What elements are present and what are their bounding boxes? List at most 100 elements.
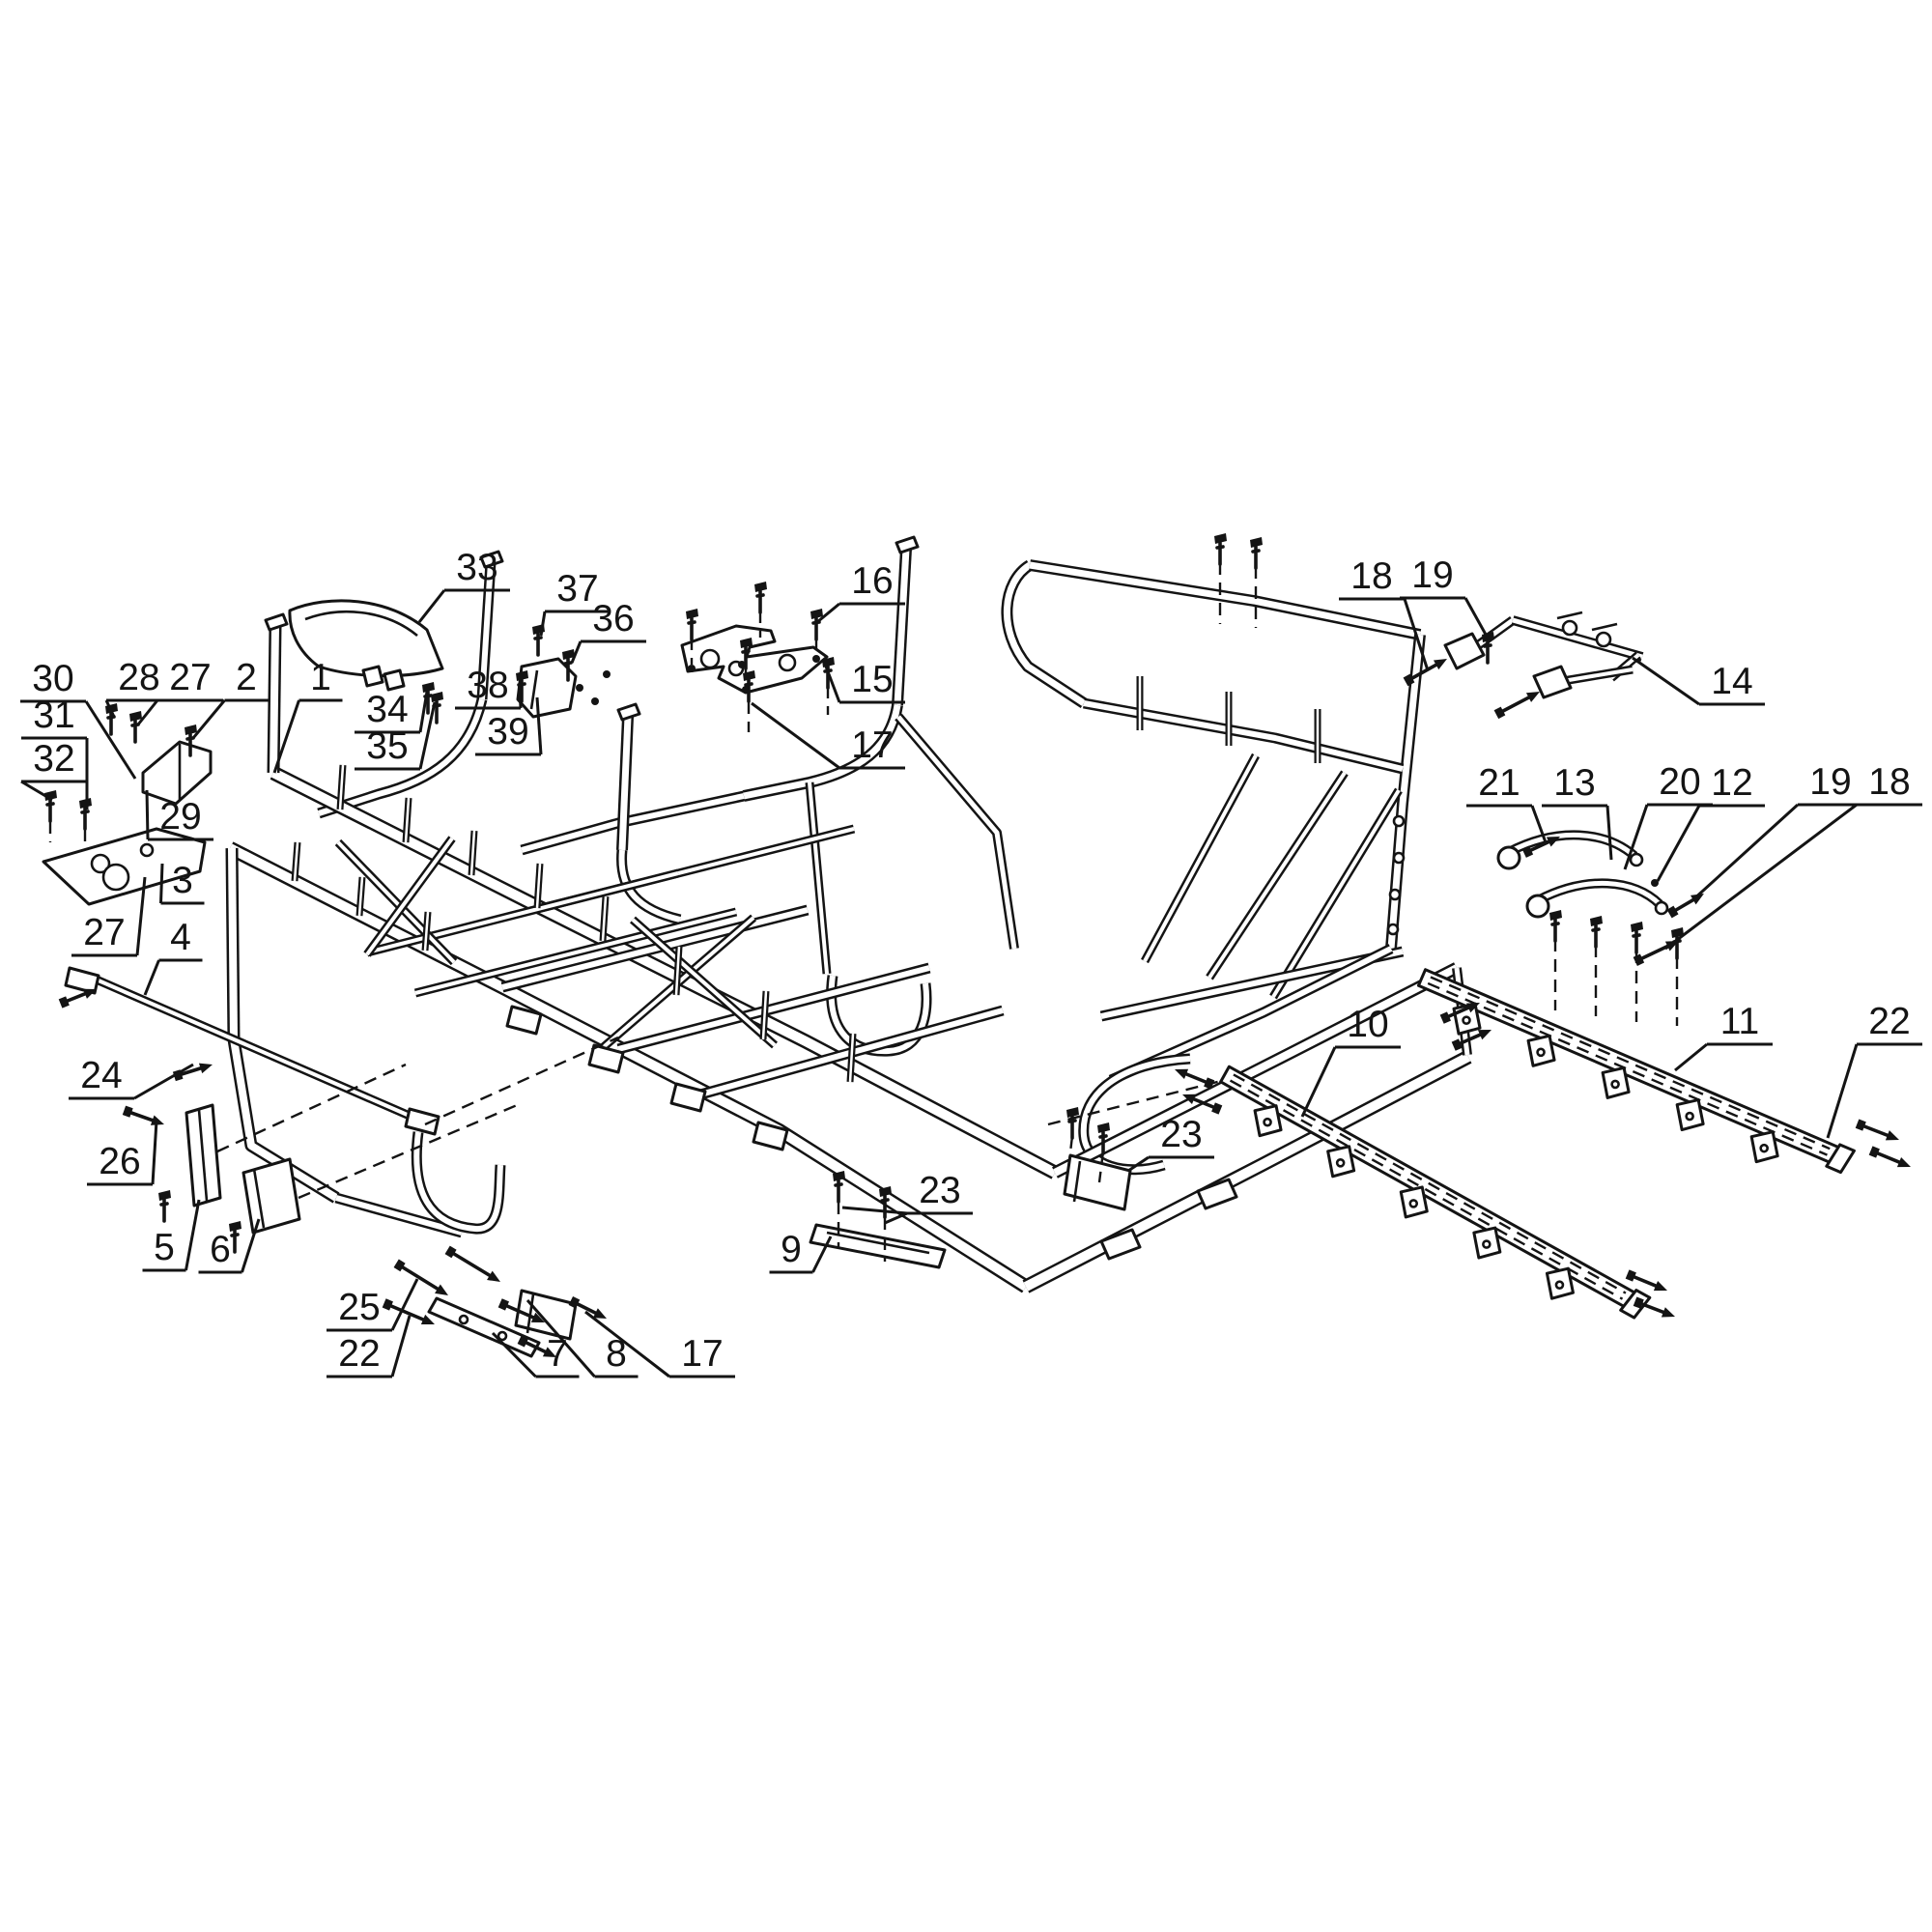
hole-icon [1685, 1111, 1694, 1122]
bolt-icon [185, 724, 197, 735]
plate-part7 [427, 1296, 541, 1358]
bracket-part6 [242, 1157, 301, 1235]
bolt-icon [1214, 533, 1227, 544]
bolt-arrow-icon [435, 1284, 448, 1295]
bolt-arrow-icon [389, 1304, 428, 1322]
frame-tube-face [1143, 754, 1258, 962]
part-number-label: 20 [1659, 761, 1700, 803]
bolt-icon [1631, 922, 1643, 932]
frame-tube-face [1271, 788, 1401, 999]
frame-tube-face [230, 1038, 339, 1202]
callout-leader-line [136, 699, 159, 725]
bolt-arrow-icon [1633, 1296, 1644, 1309]
part-number-label: 4 [170, 917, 191, 958]
bolt-arrow-icon [1666, 905, 1679, 919]
frame-tube-face [270, 768, 1058, 1178]
hole-icon [497, 1330, 508, 1342]
hidden-line [216, 1063, 407, 1153]
post-cap [264, 612, 289, 632]
hole-icon [699, 648, 721, 669]
callout-leader-line [1463, 597, 1492, 642]
bolt-arrow-icon [542, 1347, 556, 1357]
bolt-arrow-icon [420, 1314, 435, 1325]
bolt-arrow-icon [66, 990, 90, 1003]
frame-tube [1001, 559, 1088, 709]
part-number-label: 13 [1553, 762, 1595, 804]
hole-icon [1654, 900, 1669, 916]
frame-tube-face [228, 847, 238, 1040]
bracket-part23 [1063, 1153, 1132, 1211]
frame-tube-face [270, 625, 279, 774]
part-number-label: 19 [1809, 761, 1851, 803]
hole-icon [1462, 1015, 1471, 1025]
part-number-label: 31 [33, 695, 74, 736]
bolt-arrow-icon [487, 1270, 500, 1282]
bracket-part2 [141, 740, 213, 806]
bolt-arrow-icon [1876, 1151, 1904, 1165]
frame-tube-face [413, 1131, 503, 1232]
frame-tube-face [848, 1033, 855, 1083]
bolt-icon [754, 582, 767, 592]
bolt-arrow-icon [592, 1308, 607, 1319]
bolt-arrow-icon [1633, 1275, 1661, 1289]
plate-part15 [680, 624, 829, 695]
part-number-label: 27 [83, 912, 125, 953]
washer-icon [738, 661, 746, 668]
callout-leader-line [884, 1211, 908, 1225]
hidden-line [1047, 1078, 1226, 1126]
bolt-arrow-icon [150, 1115, 164, 1125]
bolt-arrow-icon [1640, 1302, 1668, 1316]
part-number-label: 23 [919, 1170, 960, 1211]
hole-icon [1388, 888, 1402, 901]
callout-leader-line [20, 780, 53, 802]
panel-foot [383, 668, 406, 692]
callout-leader-line [418, 701, 437, 770]
callout-leader-line [417, 589, 446, 623]
part-number-label: 38 [467, 665, 508, 706]
bolt-arrow-icon [517, 1335, 529, 1348]
callout-leader-line [1403, 598, 1430, 671]
line [1591, 622, 1618, 632]
callout-leader-line [821, 658, 841, 703]
frame-tube-face [227, 843, 1029, 1292]
part-number-label: 24 [80, 1055, 122, 1096]
washer-icon [1651, 879, 1659, 887]
hole-icon [1610, 1079, 1620, 1090]
bolt-icon [834, 1182, 843, 1187]
frame-tube-face [336, 840, 456, 964]
callout-leader-line [1674, 1042, 1708, 1072]
callout-leader-line [1664, 803, 1858, 951]
hidden-line [1066, 1135, 1074, 1170]
frame-tube-face [618, 849, 681, 923]
plate-part9-edge [826, 1231, 930, 1255]
bolt-arrow-icon [1181, 1070, 1208, 1084]
part-number-label: 14 [1711, 661, 1752, 702]
callout-leader-line [535, 696, 543, 755]
bolt-icon [517, 682, 526, 687]
frame-tube-face [404, 797, 411, 843]
bolt-icon [1591, 927, 1601, 932]
bolt-arrow-icon [1447, 1005, 1473, 1018]
callout-leader-line [811, 1236, 833, 1273]
bolt-icon [1590, 916, 1603, 926]
part-number-label: 18 [1350, 555, 1392, 597]
bolt-icon [562, 649, 575, 660]
washer-icon [603, 670, 611, 678]
arm-bushing [1525, 894, 1550, 919]
bolt-icon [1251, 549, 1261, 554]
frame-tube-face [1053, 964, 1459, 1177]
socket-part14 [1532, 665, 1573, 699]
callout-leader-line [1127, 1155, 1150, 1173]
bolt-icon [185, 736, 195, 741]
bolt-arrow-icon [58, 996, 70, 1009]
bolt-icon [833, 1171, 845, 1181]
rail-bracket [505, 1005, 543, 1036]
bolt-arrow-icon [444, 1245, 457, 1259]
bolt-arrow-icon [1868, 1146, 1880, 1158]
tube4-end-fitting [404, 1107, 440, 1136]
bolt-arrow-icon [1546, 837, 1560, 847]
rail-part11-hidden-edge [1430, 976, 1831, 1151]
frame-drawing [90, 535, 1663, 1293]
callout-leader-line [570, 640, 582, 664]
callout-leader-line [241, 1218, 261, 1273]
